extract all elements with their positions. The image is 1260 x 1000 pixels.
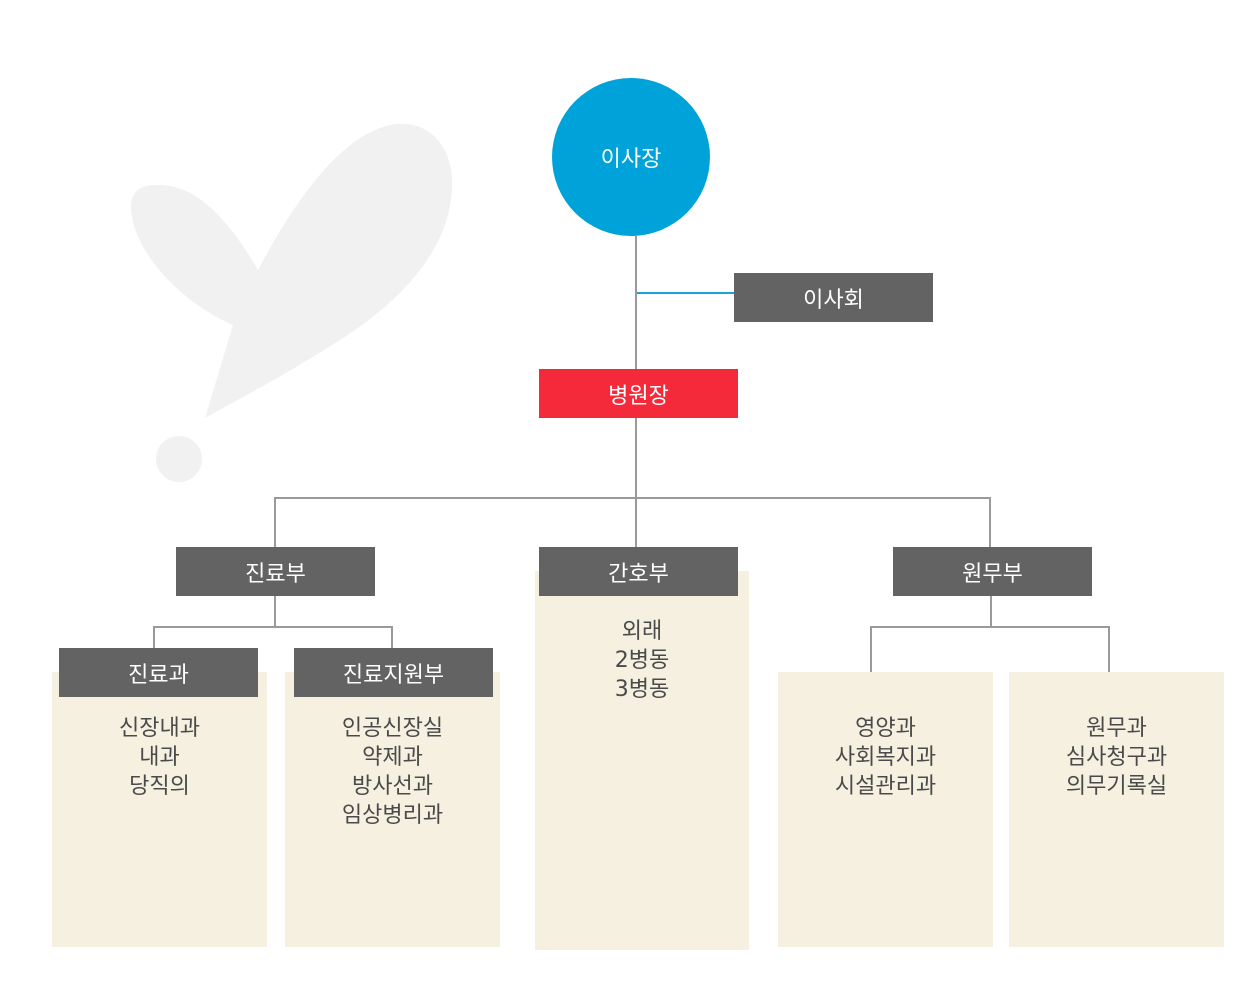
connector-chairman-director [635,236,637,370]
admin-division-node: 원무부 [893,547,1092,596]
director-label: 병원장 [608,383,669,409]
support-department-node: 진료지원부 [294,648,493,697]
board-node: 이사회 [734,273,933,322]
connector-board [637,292,734,294]
logo-leaf-shape [130,123,453,418]
connector-medical-drop [274,497,276,547]
nursing-item: 3병동 [614,677,670,702]
nursing-items: 외래 2병동 3병동 [535,617,749,704]
admin-left-panel: 영양과 사회복지과 시설관리과 [778,672,993,947]
admin-left-item: 시설관리과 [834,774,937,799]
medical-division-label: 진료부 [245,561,306,587]
connector-admin-horizontal [870,626,1110,628]
connector-admin-left-drop [870,626,872,672]
connector-support-drop [391,626,393,648]
nursing-division-node: 간호부 [539,547,738,596]
support-department-label: 진료지원부 [342,662,445,688]
clinic-item: 내과 [139,745,180,770]
background-logo-decoration [130,123,453,482]
clinic-department-label: 진료과 [128,662,189,688]
nursing-division-label: 간호부 [608,561,669,587]
connector-admin-right-drop [1108,626,1110,672]
admin-right-item: 심사청구과 [1065,745,1168,770]
connector-clinic-drop [153,626,155,648]
clinic-panel: 신장내과 내과 당직의 [52,672,267,947]
support-item: 인공신장실 [341,716,444,741]
board-label: 이사회 [803,287,864,313]
director-node: 병원장 [539,369,738,418]
connector-medical-horizontal [153,626,393,628]
admin-right-item: 의무기록실 [1065,774,1168,799]
nursing-item: 외래 [621,619,663,644]
logo-dot-shape [156,436,202,482]
nursing-panel: 외래 2병동 3병동 [535,571,749,950]
clinic-items: 신장내과 내과 당직의 [52,714,267,801]
support-items: 인공신장실 약제과 방사선과 임상병리과 [285,714,500,830]
clinic-item: 신장내과 [119,716,200,741]
connector-director-divisions [635,417,637,547]
chairman-node: 이사장 [552,78,710,236]
support-item: 약제과 [362,745,423,770]
clinic-item: 당직의 [129,774,190,799]
admin-left-items: 영양과 사회복지과 시설관리과 [778,714,993,801]
admin-right-item: 원무과 [1086,716,1147,741]
support-panel: 인공신장실 약제과 방사선과 임상병리과 [285,672,500,947]
nursing-item: 2병동 [614,648,670,673]
connector-admin-drop [989,497,991,547]
admin-left-item: 사회복지과 [834,745,937,770]
admin-left-item: 영양과 [855,716,916,741]
support-item: 임상병리과 [341,803,444,828]
support-item: 방사선과 [352,774,433,799]
admin-right-items: 원무과 심사청구과 의무기록실 [1009,714,1224,801]
admin-division-label: 원무부 [962,561,1023,587]
chairman-label: 이사장 [600,147,662,172]
connector-divisions-horizontal [274,497,991,499]
admin-right-panel: 원무과 심사청구과 의무기록실 [1009,672,1224,947]
medical-division-node: 진료부 [176,547,375,596]
connector-admin-down [990,596,992,627]
connector-medical-down [274,596,276,627]
clinic-department-node: 진료과 [59,648,258,697]
